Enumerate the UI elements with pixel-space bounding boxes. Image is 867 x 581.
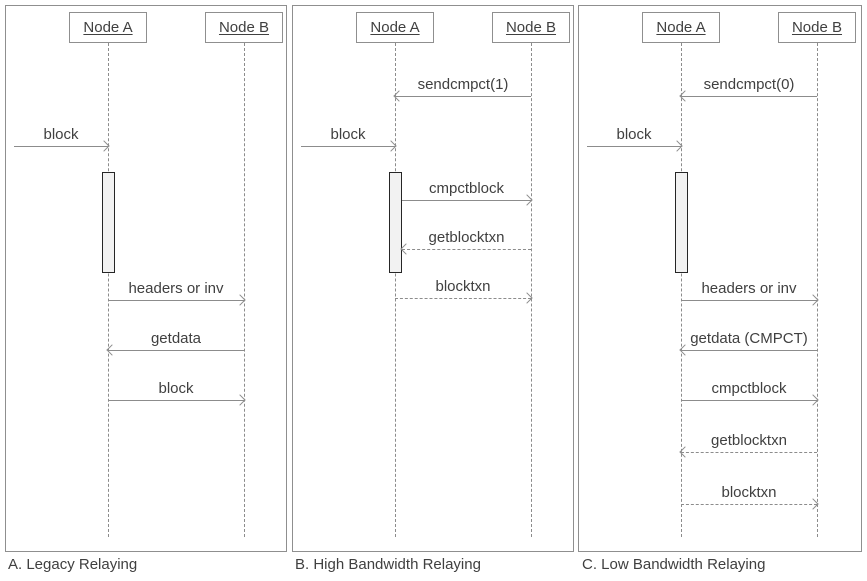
arrow-line: [681, 350, 817, 351]
node-b-lifeline: [531, 43, 532, 537]
arrow-line: [681, 504, 817, 505]
panel-high-bandwidth-relaying: Node A Node B sendcmpct(1) block cmpctbl…: [292, 5, 574, 552]
arrow-line: [395, 96, 531, 97]
panel-caption-low-bandwidth: C. Low Bandwidth Relaying: [582, 556, 766, 573]
node-b-lifeline: [817, 43, 818, 537]
activation-bar: [389, 172, 402, 273]
message-label: block: [43, 126, 79, 143]
arrow-line: [681, 400, 817, 401]
message-label: getblocktxn: [711, 432, 787, 449]
node-b-box: Node B: [778, 12, 856, 43]
node-b-label: Node B: [218, 19, 270, 36]
message-label: block: [616, 126, 652, 143]
arrow-line: [395, 298, 531, 299]
node-b-lifeline: [244, 43, 245, 537]
arrow-line: [108, 300, 244, 301]
panel-low-bandwidth-relaying: Node A Node B sendcmpct(0) block headers…: [578, 5, 862, 552]
panel-caption-legacy: A. Legacy Relaying: [8, 556, 138, 573]
arrow-line: [587, 146, 681, 147]
message-label: cmpctblock: [711, 380, 787, 397]
message-label: headers or inv: [128, 280, 224, 297]
arrow-line: [681, 96, 817, 97]
message-label: block: [330, 126, 366, 143]
arrow-line: [402, 249, 531, 250]
message-label: blocktxn: [435, 278, 491, 295]
message-label: getblocktxn: [428, 229, 505, 246]
node-a-lifeline: [395, 43, 396, 537]
node-b-label: Node B: [505, 19, 557, 36]
arrow-line: [681, 452, 817, 453]
message-label: cmpctblock: [428, 180, 505, 197]
node-b-label: Node B: [791, 19, 843, 36]
panel-frame: [578, 5, 862, 552]
arrow-line: [14, 146, 108, 147]
node-a-label: Node A: [370, 19, 420, 36]
node-a-box: Node A: [356, 12, 434, 43]
arrow-line: [108, 400, 244, 401]
message-label: headers or inv: [701, 280, 797, 297]
message-label: getdata: [150, 330, 202, 347]
arrow-line: [681, 300, 817, 301]
arrow-line: [402, 200, 531, 201]
node-a-box: Node A: [69, 12, 147, 43]
message-label: sendcmpct(1): [417, 76, 509, 93]
node-a-box: Node A: [642, 12, 720, 43]
message-label: getdata (CMPCT): [690, 330, 808, 347]
activation-bar: [675, 172, 688, 273]
message-label: blocktxn: [721, 484, 777, 501]
panel-frame: [5, 5, 287, 552]
message-label: block: [158, 380, 194, 397]
node-b-box: Node B: [492, 12, 570, 43]
message-label: sendcmpct(0): [703, 76, 795, 93]
arrow-line: [108, 350, 244, 351]
node-a-lifeline: [108, 43, 109, 537]
node-a-label: Node A: [83, 19, 133, 36]
node-a-label: Node A: [656, 19, 706, 36]
node-a-lifeline: [681, 43, 682, 537]
activation-bar: [102, 172, 115, 273]
panel-caption-high-bandwidth: B. High Bandwidth Relaying: [295, 556, 481, 573]
node-b-box: Node B: [205, 12, 283, 43]
arrow-line: [301, 146, 395, 147]
panel-frame: [292, 5, 574, 552]
panel-legacy-relaying: Node A Node B block headers or inv getda…: [5, 5, 287, 552]
